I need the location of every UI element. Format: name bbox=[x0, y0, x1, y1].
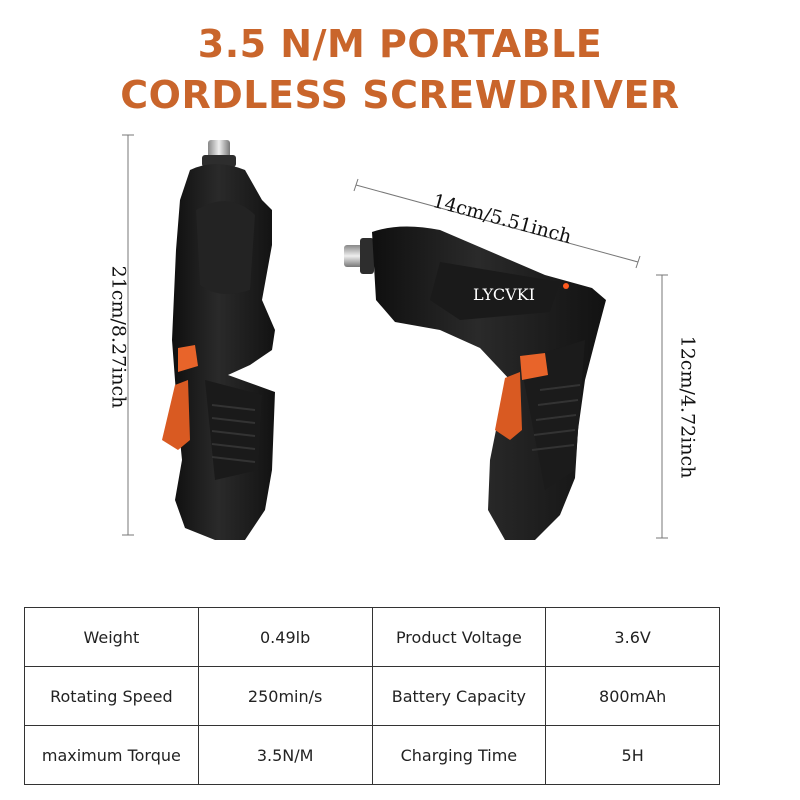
product-figure: LYCVKI bbox=[122, 134, 668, 540]
grip-height-dimension-line bbox=[656, 274, 668, 539]
spec-value: 3.6V bbox=[545, 607, 720, 667]
length-dimension-line bbox=[353, 178, 641, 269]
spec-label: Rotating Speed bbox=[24, 666, 199, 726]
spec-label: maximum Torque bbox=[24, 725, 199, 785]
spec-label: Charging Time bbox=[371, 725, 547, 785]
spec-value: 800mAh bbox=[545, 666, 720, 726]
title-line-1: 3.5 N/M PORTABLE bbox=[197, 22, 603, 66]
spec-value: 250min/s bbox=[197, 666, 373, 726]
table-row: Weight 0.49lb Product Voltage 3.6V bbox=[24, 607, 720, 667]
screwdriver-pistol-view: LYCVKI bbox=[344, 226, 606, 540]
title-line-2: CORDLESS SCREWDRIVER bbox=[120, 73, 680, 117]
grip-height-dimension-label: 12cm/4.72inch bbox=[676, 335, 699, 479]
spec-label: Battery Capacity bbox=[371, 666, 547, 726]
height-dimension-label: 21cm/8.27inch bbox=[107, 265, 130, 409]
spec-label: Product Voltage bbox=[371, 607, 547, 667]
trigger-button bbox=[178, 345, 198, 372]
spec-value: 0.49lb bbox=[197, 607, 373, 667]
specs-table: Weight 0.49lb Product Voltage 3.6V Rotat… bbox=[24, 607, 720, 785]
table-row: Rotating Speed 250min/s Battery Capacity… bbox=[24, 666, 720, 726]
height-dimension-line bbox=[122, 134, 134, 536]
spec-label: Weight bbox=[24, 607, 199, 667]
screwdriver-straight-view bbox=[162, 140, 275, 540]
spec-value: 3.5N/M bbox=[197, 725, 373, 785]
table-row: maximum Torque 3.5N/M Charging Time 5H bbox=[24, 725, 720, 785]
trigger-button-pistol bbox=[520, 353, 548, 380]
brand-logo: LYCVKI bbox=[473, 285, 535, 304]
spec-value: 5H bbox=[545, 725, 720, 785]
